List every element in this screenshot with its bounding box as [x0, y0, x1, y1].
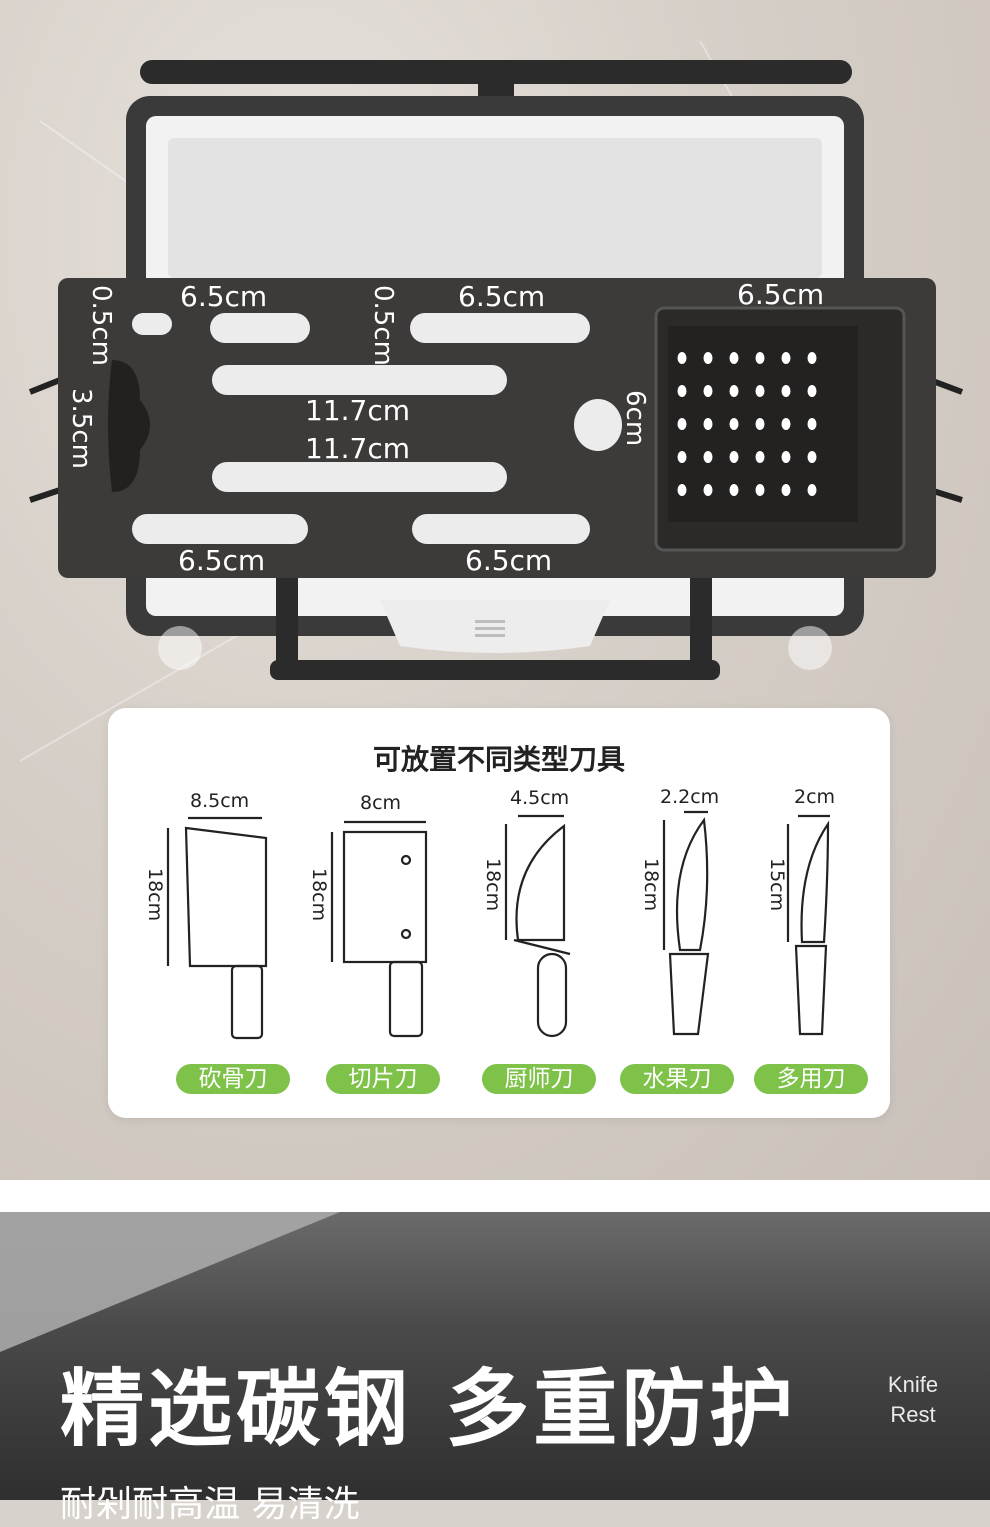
- slicing-knife-icon: [330, 820, 428, 1038]
- section-divider: [0, 1180, 990, 1212]
- basket-hole: [807, 385, 817, 397]
- knife-label-pill: 多用刀: [754, 1064, 868, 1094]
- dim-slot-top-left: 6.5cm: [180, 280, 268, 313]
- knife-height: 15cm: [766, 858, 788, 912]
- basket-hole: [755, 484, 765, 496]
- knife-width: 4.5cm: [510, 787, 570, 809]
- basket-hole: [781, 418, 791, 430]
- basket-hole: [755, 385, 765, 397]
- banner-tag-line2: Rest: [890, 1402, 936, 1427]
- knife-width: 8cm: [360, 792, 402, 814]
- banner-tag-line1: Knife: [887, 1372, 939, 1397]
- knife-label-pill: 水果刀: [620, 1064, 734, 1094]
- knife-diagrams: [166, 810, 830, 1040]
- basket-hole: [677, 484, 687, 496]
- bottom-rail: [270, 660, 720, 680]
- basket-hole: [807, 484, 817, 496]
- basket-hole: [677, 352, 687, 364]
- basket-hole: [703, 352, 713, 364]
- hook-slot: [108, 360, 150, 492]
- basket-hole: [729, 418, 739, 430]
- knife-label-pill: 切片刀: [326, 1064, 440, 1094]
- slot: [212, 365, 507, 395]
- knife-types-card: 可放置不同类型刀具: [108, 708, 890, 1118]
- basket-hole: [729, 451, 739, 463]
- cleaver-icon: [166, 816, 268, 1040]
- slot: [132, 313, 172, 335]
- dim-long-slot-2: 11.7cm: [305, 432, 411, 465]
- banner-subtitle: 耐剁耐高温 易清洗: [60, 1484, 360, 1525]
- utility-knife-icon: [786, 814, 830, 1036]
- dim-long-slot-1: 11.7cm: [305, 394, 411, 427]
- basket-hole: [729, 484, 739, 496]
- knife-label-pill: 砍骨刀: [176, 1064, 290, 1094]
- knife-rack-illustration: [28, 60, 964, 680]
- banner-headline: 精选碳钢 多重防护: [60, 1360, 798, 1458]
- chef-knife-icon: [504, 814, 571, 1038]
- round-hole: [574, 399, 622, 451]
- basket-hole: [781, 352, 791, 364]
- knife-height: 18cm: [482, 858, 504, 912]
- slot: [410, 313, 590, 343]
- dim-basket-height: 6cm: [620, 390, 650, 447]
- basket-hole: [781, 451, 791, 463]
- knife-height: 18cm: [308, 868, 330, 922]
- basket-hole: [755, 451, 765, 463]
- basket-hole: [755, 352, 765, 364]
- basket-hole: [807, 352, 817, 364]
- dim-slot-bottom-left: 6.5cm: [178, 544, 266, 577]
- dim-slot-top-mid: 6.5cm: [458, 280, 546, 313]
- dim-basket-width: 6.5cm: [737, 278, 825, 311]
- slot: [412, 514, 590, 544]
- feature-banner: [0, 1212, 990, 1500]
- drip-tab: [380, 600, 610, 653]
- basket-hole: [781, 484, 791, 496]
- basket-hole: [781, 385, 791, 397]
- knife-width: 2.2cm: [660, 786, 720, 808]
- slot: [132, 514, 308, 544]
- knife-width: 2cm: [794, 786, 836, 808]
- basket-hole: [703, 451, 713, 463]
- product-hero: 6.5cm 6.5cm 6.5cm 0.5cm 0.5cm 3.5cm 11.7…: [0, 0, 990, 1180]
- dim-slot-bottom-mid: 6.5cm: [465, 544, 553, 577]
- basket-hole: [703, 484, 713, 496]
- dim-top-gap-mid: 0.5cm: [368, 285, 398, 366]
- basket-hole: [729, 385, 739, 397]
- dim-hook-height: 3.5cm: [66, 388, 96, 469]
- basket-hole: [729, 352, 739, 364]
- banner-accent-shape: [0, 1212, 340, 1352]
- dim-top-gap-left: 0.5cm: [86, 285, 116, 366]
- slot: [212, 462, 507, 492]
- basket-hole: [703, 385, 713, 397]
- slot: [210, 313, 310, 343]
- knife-width: 8.5cm: [190, 790, 250, 812]
- knife-height: 18cm: [640, 858, 662, 912]
- knife-height: 18cm: [144, 868, 166, 922]
- basket-hole: [677, 451, 687, 463]
- basket-hole: [677, 418, 687, 430]
- basket-hole: [677, 385, 687, 397]
- basket-hole: [703, 418, 713, 430]
- basket-hole: [807, 451, 817, 463]
- basket-hole: [807, 418, 817, 430]
- fruit-knife-icon: [662, 810, 710, 1036]
- knife-label-pill: 厨师刀: [482, 1064, 596, 1094]
- card-title: 可放置不同类型刀具: [372, 743, 625, 776]
- basket-hole: [755, 418, 765, 430]
